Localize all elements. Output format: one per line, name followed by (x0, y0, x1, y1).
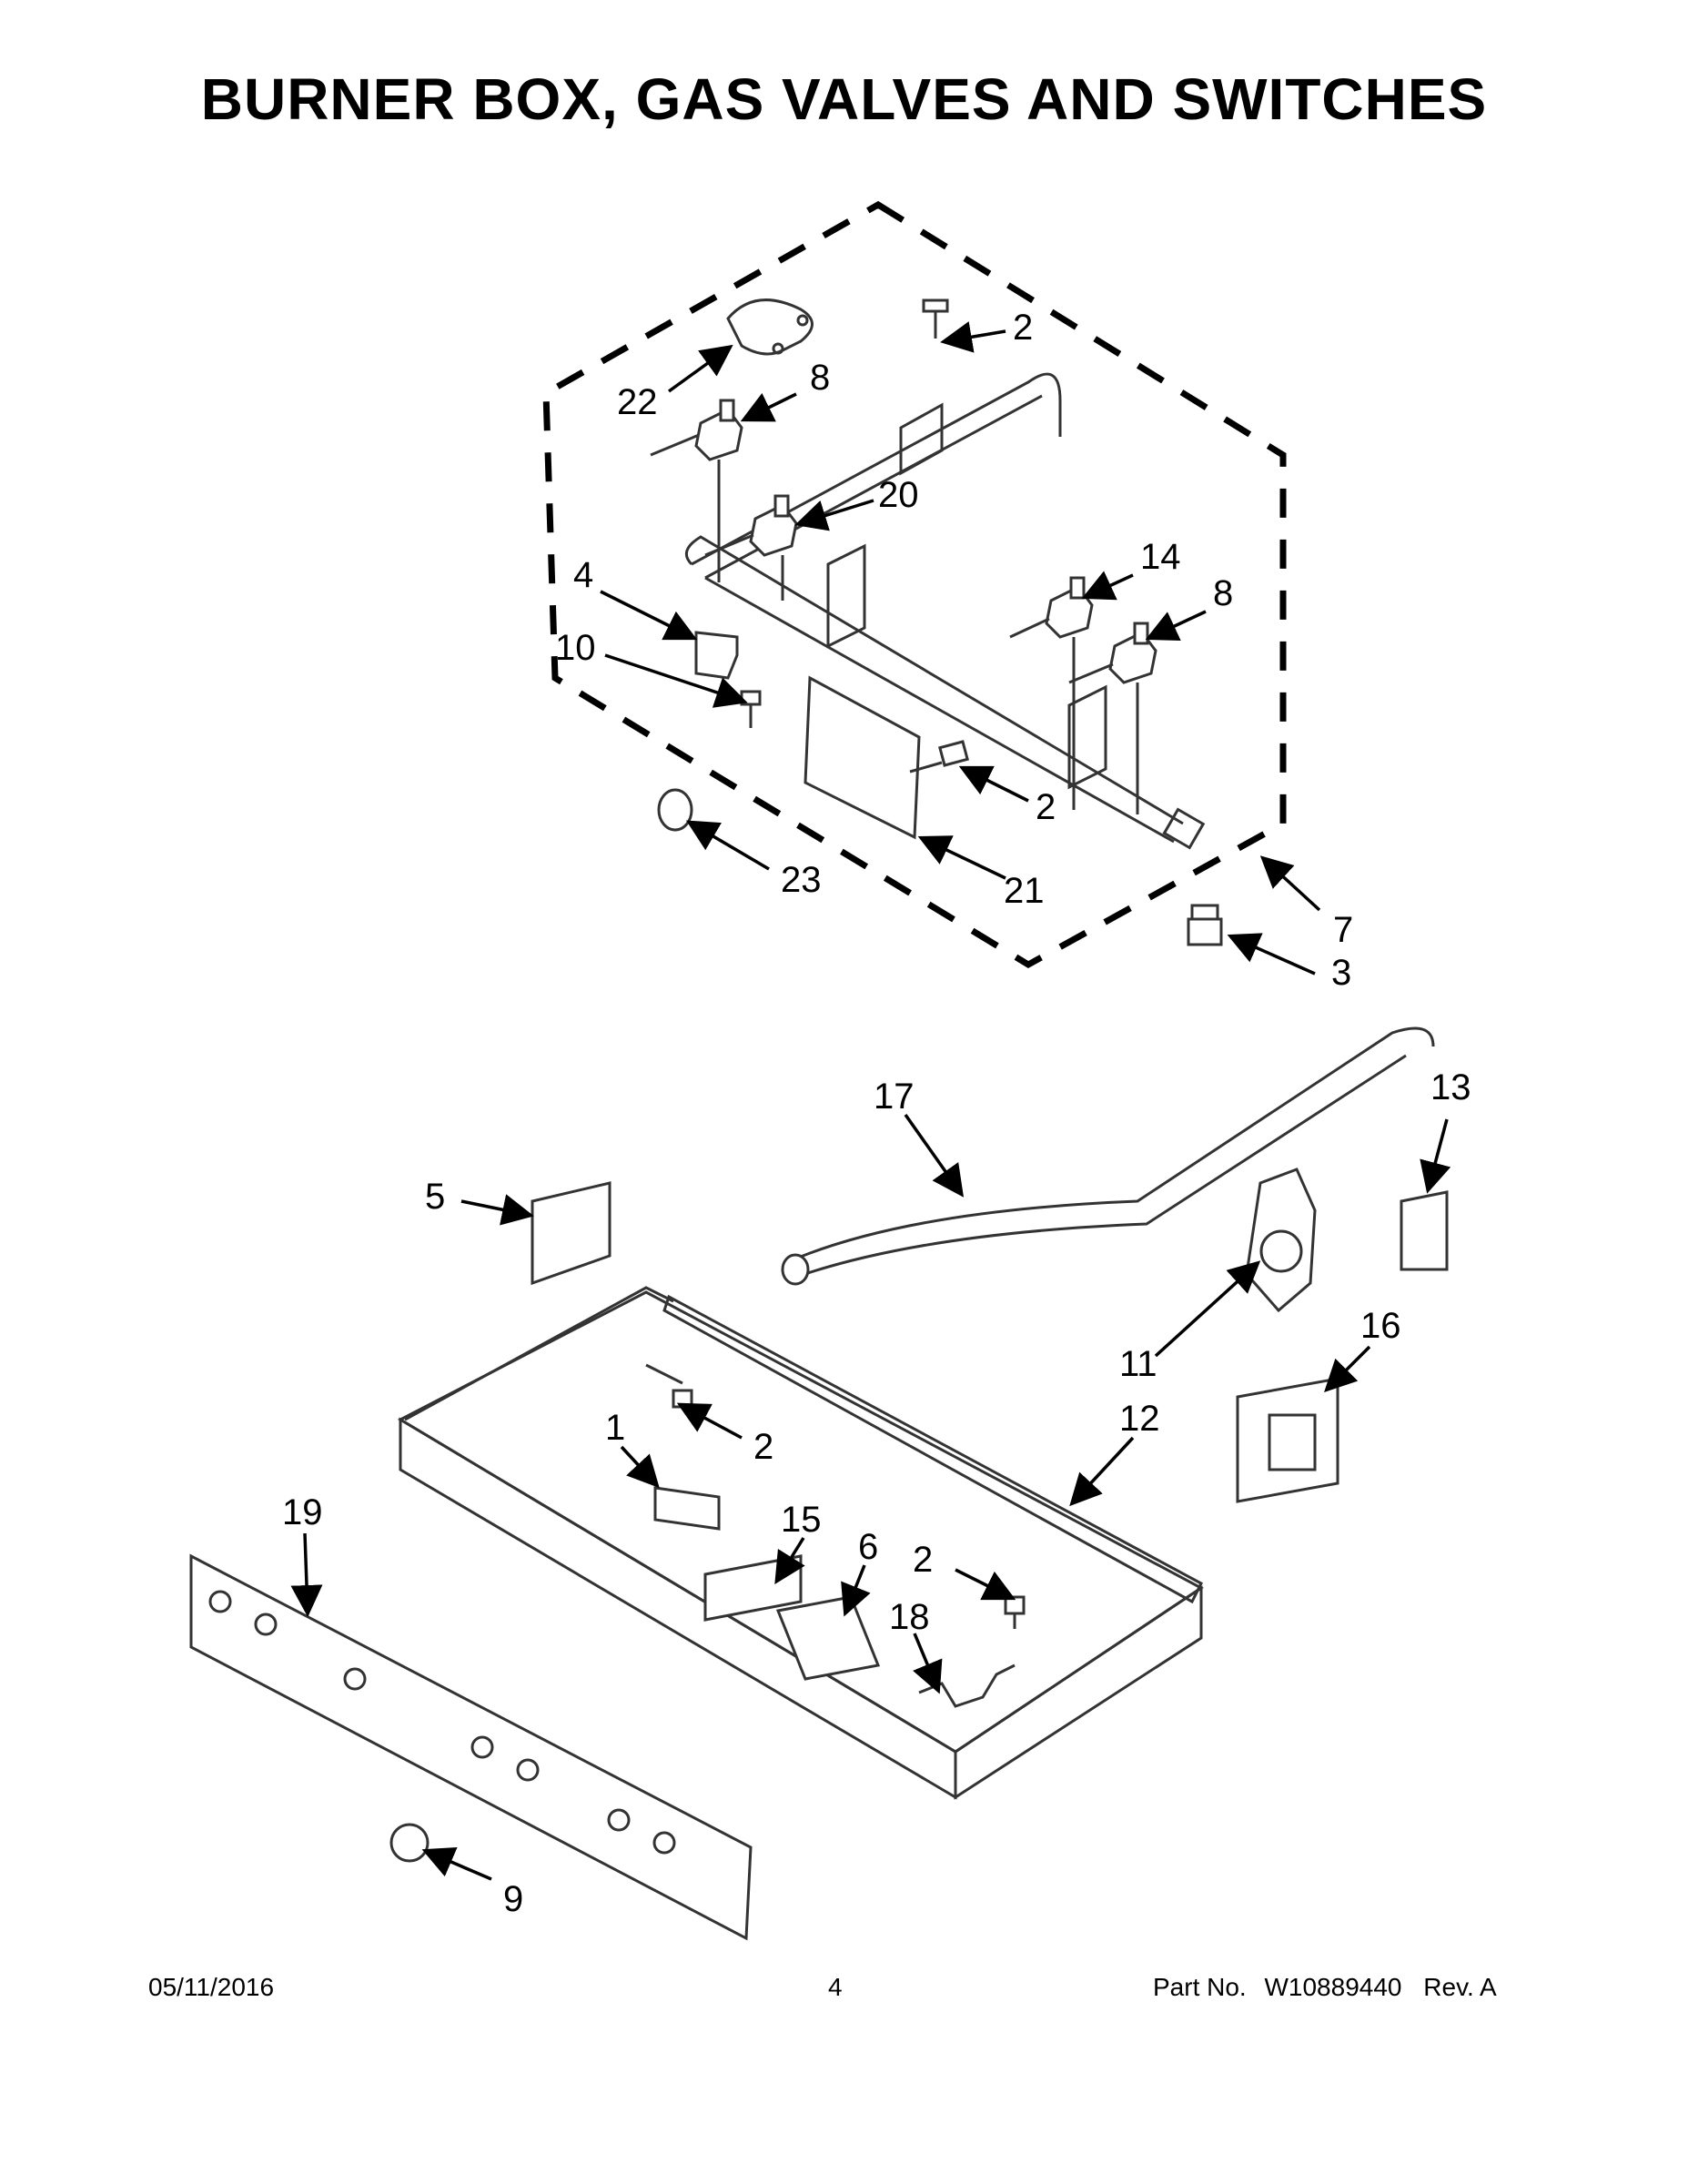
lower-small-parts (189, 1363, 1026, 1941)
callout-15: 15 (781, 1500, 822, 1540)
callout-23: 23 (781, 860, 822, 900)
callout-9: 9 (503, 1879, 523, 1919)
lower-parts (531, 1026, 1449, 1503)
callout-18: 18 (889, 1597, 930, 1637)
callout-13: 13 (1430, 1067, 1471, 1107)
gas-valve-parts (650, 399, 1157, 814)
footer-part-info: Part No. W10889440 Rev. A (1153, 1973, 1497, 2002)
callout-2: 2 (753, 1427, 773, 1467)
callout-22: 22 (617, 382, 658, 422)
page-title: BURNER BOX, GAS VALVES AND SWITCHES (200, 66, 1488, 132)
footer-part-number: W10889440 (1264, 1973, 1402, 2001)
small-parts-upper (657, 298, 1223, 946)
callout-4: 4 (573, 555, 593, 595)
callout-11: 11 (1119, 1344, 1157, 1384)
burner-box-dashed-outline (542, 200, 1287, 969)
footer-revision: Rev. A (1423, 1973, 1497, 2001)
callout-7: 7 (1333, 910, 1353, 950)
callout-leaders (290, 321, 1451, 1881)
callout-12: 12 (1119, 1399, 1160, 1439)
footer-part-label: Part No. (1153, 1973, 1247, 2001)
callout-17: 17 (874, 1077, 915, 1117)
callout-8: 8 (810, 358, 830, 398)
footer-date: 05/11/2016 (148, 1973, 275, 2001)
footer-page-number: 4 (828, 1973, 843, 2001)
callout-labels: 22 2 8 20 4 10 14 8 2 23 21 7 3 17 13 5 … (282, 308, 1471, 1919)
callout-19: 19 (282, 1492, 323, 1532)
callout-2: 2 (913, 1540, 933, 1580)
callout-3: 3 (1331, 953, 1351, 993)
callout-6: 6 (858, 1527, 878, 1567)
manifold-assembly (684, 372, 1206, 850)
gasket-part (726, 298, 814, 356)
callout-2: 2 (1036, 787, 1056, 827)
callout-20: 20 (878, 475, 919, 515)
callout-10: 10 (555, 628, 596, 668)
burner-box-tray (397, 1286, 1204, 1800)
callout-8: 8 (1213, 573, 1233, 613)
callout-21: 21 (1004, 871, 1045, 911)
callout-2: 2 (1013, 308, 1033, 348)
callout-14: 14 (1140, 537, 1181, 577)
callout-1: 1 (605, 1408, 625, 1448)
callout-16: 16 (1360, 1306, 1401, 1346)
callout-5: 5 (425, 1177, 445, 1217)
